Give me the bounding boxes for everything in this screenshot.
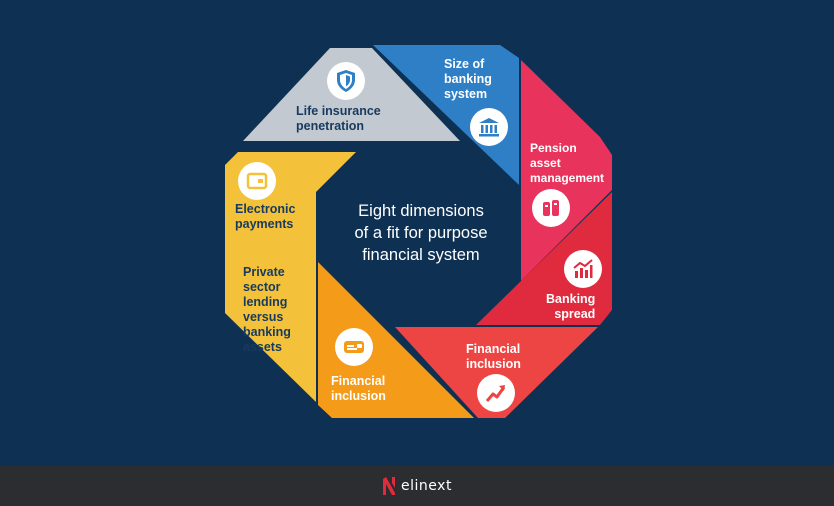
label-financial-inclusion-right: Financial inclusion xyxy=(466,342,521,371)
shield-icon xyxy=(337,70,355,92)
payment-card-icon xyxy=(246,172,268,190)
chart-badge xyxy=(564,250,602,288)
label-size-of-banking: Size of banking system xyxy=(444,57,492,101)
trend-up-icon xyxy=(485,385,506,402)
trend-badge xyxy=(477,374,515,412)
pension-badge xyxy=(532,189,570,227)
diagram-canvas: Life insurance penetration Size of banki… xyxy=(225,45,612,418)
center-title: Eight dimensions of a fit for purpose fi… xyxy=(354,202,488,264)
chart-icon xyxy=(573,259,593,278)
segment-banking-spread xyxy=(476,192,612,325)
card-badge xyxy=(335,328,373,366)
bank-badge xyxy=(470,108,508,146)
label-electronic-payments: Electronic payments xyxy=(235,202,296,231)
label-financial-inclusion-left: Financial inclusion xyxy=(331,374,386,403)
segment-size-of-banking xyxy=(373,45,519,185)
payment-badge xyxy=(238,162,276,200)
label-private-lending: Private sector lending versus banking as… xyxy=(243,265,291,354)
segment-electronic-payments xyxy=(225,152,356,402)
brand-logo[interactable]: elinext xyxy=(382,476,452,496)
label-banking-spread: Banking spread xyxy=(546,292,596,321)
pension-icon xyxy=(543,200,559,216)
segment-financial-inclusion-right xyxy=(395,327,598,418)
brand-name: elinext xyxy=(401,478,452,494)
card-icon xyxy=(344,341,364,353)
footer-bar: elinext xyxy=(0,466,834,506)
segment-financial-inclusion-left xyxy=(318,262,474,418)
bank-icon xyxy=(479,118,499,137)
elinext-logo-icon xyxy=(383,477,396,495)
label-life-insurance: Life insurance penetration xyxy=(296,104,381,133)
shield-badge xyxy=(327,62,365,100)
label-pension: Pension asset management xyxy=(530,141,605,185)
